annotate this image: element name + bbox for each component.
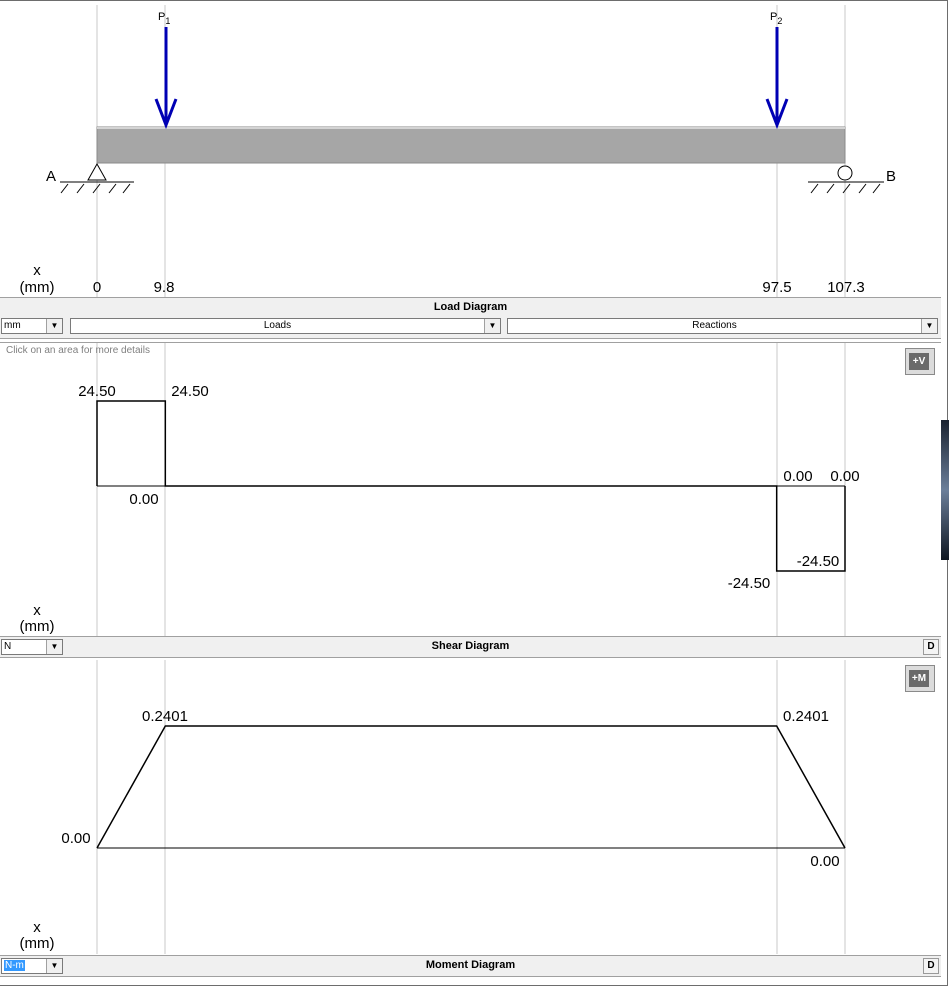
shear-data-label: 0.00 xyxy=(830,468,859,485)
moment-sign-icon: +M xyxy=(909,670,929,687)
moment-diagram-canvas: 0.2401 0.2401 0.00 0.00 x (mm) xyxy=(20,660,846,954)
shear-data-label: 0.00 xyxy=(129,491,158,508)
length-units-value: mm xyxy=(4,320,21,331)
shear-diagram-canvas: 24.50 24.50 0.00 0.00 0.00 -24.50 -24.50… xyxy=(20,343,860,637)
moment-data-label: 0.00 xyxy=(810,853,839,870)
moment-sign-convention-button[interactable]: +M xyxy=(905,665,935,692)
moment-units-selected-text: N-m xyxy=(4,960,25,971)
shear-data-label: 24.50 xyxy=(171,383,209,400)
pin-support-a[interactable] xyxy=(60,162,134,194)
load-label-p1: P1 xyxy=(158,11,170,26)
axis-unit-label: (mm) xyxy=(20,618,55,635)
x-tick-label: 0 xyxy=(93,279,101,296)
shear-details-button[interactable]: D xyxy=(923,639,939,655)
chevron-down-icon[interactable]: ▼ xyxy=(46,640,62,654)
background-window-edge xyxy=(941,420,949,560)
x-tick-label: 97.5 xyxy=(762,279,791,296)
shear-data-label: -24.50 xyxy=(797,553,840,570)
axis-label-x: x xyxy=(33,919,41,936)
x-tick-label: 9.8 xyxy=(154,279,175,296)
x-tick-label: 107.3 xyxy=(827,279,865,296)
force-units-value: N xyxy=(4,641,12,652)
load-label-p2: P2 xyxy=(770,11,782,26)
reactions-select-value: Reactions xyxy=(692,320,737,331)
loads-select[interactable]: Loads ▼ xyxy=(70,318,501,334)
reactions-select[interactable]: Reactions ▼ xyxy=(507,318,938,334)
support-label-b: B xyxy=(886,168,896,185)
shear-data-label: 24.50 xyxy=(78,383,116,400)
shear-sign-icon: +V xyxy=(909,353,929,370)
length-units-select[interactable]: mm ▼ xyxy=(1,318,63,334)
shear-diagram-title: Shear Diagram xyxy=(431,640,510,652)
moment-details-button[interactable]: D xyxy=(923,958,939,974)
load-diagram-title-bar: Load Diagram xyxy=(0,297,941,317)
moment-series-line[interactable] xyxy=(96,725,846,849)
axis-label-x: x xyxy=(33,602,41,619)
moment-data-label: 0.2401 xyxy=(783,708,829,725)
loads-select-value: Loads xyxy=(263,320,292,331)
load-arrow-p1[interactable] xyxy=(154,27,178,130)
load-diagram-title: Load Diagram xyxy=(433,301,508,313)
chevron-down-icon[interactable]: ▼ xyxy=(484,319,500,333)
load-diagram-canvas: A B P1 P2 x (mm) 0 9.8 97.5 107.3 xyxy=(20,5,896,297)
moment-diagram-title-bar: N-m ▼ Moment Diagram D xyxy=(0,955,941,977)
roller-support-b[interactable] xyxy=(808,165,884,194)
axis-unit-label: (mm) xyxy=(20,935,55,952)
shear-data-label: 0.00 xyxy=(783,468,812,485)
beam[interactable] xyxy=(96,126,846,164)
shear-hint-text: Click on an area for more details xyxy=(6,345,150,356)
moment-units-value: N-m xyxy=(4,960,25,971)
chevron-down-icon[interactable]: ▼ xyxy=(46,959,62,973)
axis-label-x: x xyxy=(33,262,41,279)
chevron-down-icon[interactable]: ▼ xyxy=(921,319,937,333)
chevron-down-icon[interactable]: ▼ xyxy=(46,319,62,333)
load-controls-bar: mm ▼ Loads ▼ Reactions ▼ xyxy=(0,316,941,339)
load-diagram-panel[interactable]: A B P1 P2 x (mm) 0 9.8 97.5 107.3 xyxy=(0,5,941,297)
moment-diagram-title: Moment Diagram xyxy=(425,959,516,971)
shear-data-label: -24.50 xyxy=(728,575,771,592)
shear-diagram-title-bar: N ▼ Shear Diagram D xyxy=(0,636,941,658)
shear-diagram-panel[interactable]: 24.50 24.50 0.00 0.00 0.00 -24.50 -24.50… xyxy=(0,342,941,637)
moment-diagram-panel[interactable]: 0.2401 0.2401 0.00 0.00 x (mm) +M xyxy=(0,660,941,954)
support-label-a: A xyxy=(46,168,56,185)
moment-units-select[interactable]: N-m ▼ xyxy=(1,958,63,974)
axis-unit-label: (mm) xyxy=(20,279,55,296)
moment-data-label: 0.2401 xyxy=(142,708,188,725)
moment-data-label: 0.00 xyxy=(61,830,90,847)
shear-sign-convention-button[interactable]: +V xyxy=(905,348,935,375)
shear-series-line[interactable] xyxy=(96,400,846,572)
force-units-select[interactable]: N ▼ xyxy=(1,639,63,655)
load-arrow-p2[interactable] xyxy=(765,27,789,130)
